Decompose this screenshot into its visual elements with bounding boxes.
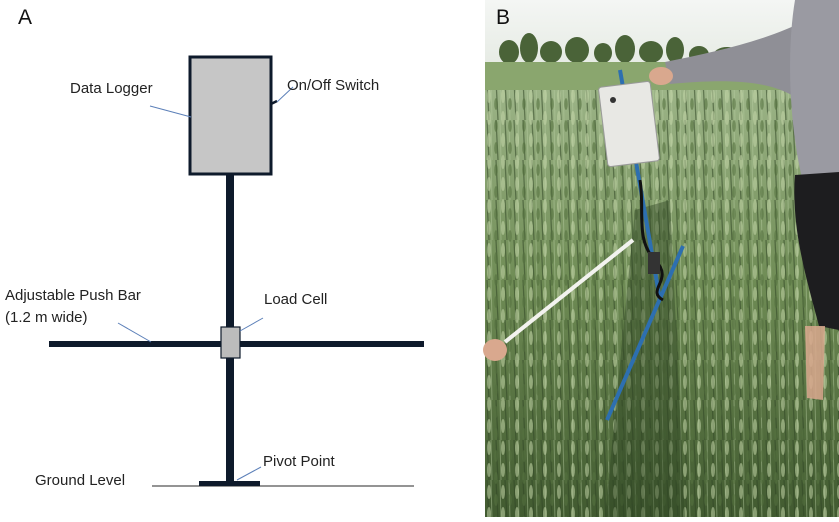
logger-knob — [610, 97, 616, 103]
photo-frame — [483, 0, 839, 517]
push-bar-leader — [117, 322, 152, 343]
panel-a-letter: A — [18, 6, 33, 29]
person-leg — [805, 326, 825, 400]
on-off-switch-nub — [270, 99, 278, 106]
furrow-shadow — [605, 200, 685, 517]
measuring-stick — [503, 238, 635, 344]
on-off-switch-leader — [276, 86, 294, 103]
person-pants — [794, 172, 839, 330]
label-data-logger: Data Logger — [70, 80, 153, 97]
wheat-heads — [485, 90, 839, 517]
hand-left — [483, 339, 507, 361]
pivot-point-leader — [236, 466, 262, 481]
label-ground-level: Ground Level — [35, 472, 125, 489]
person-shirt — [790, 0, 839, 190]
label-push-bar-line1: Adjustable Push Bar — [5, 287, 141, 304]
label-pivot-point: Pivot Point — [263, 453, 336, 470]
hand-right — [649, 67, 673, 85]
load-cell-leader — [239, 317, 264, 332]
pivot-base — [199, 481, 260, 486]
device-schematic: Data Logger On/Off Switch Adjustable Pus… — [5, 55, 424, 489]
device-push-bar — [605, 245, 685, 421]
panel-b-photo: B — [470, 0, 839, 517]
data-logger-box — [188, 55, 273, 176]
label-push-bar-line2: (1.2 m wide) — [5, 309, 88, 326]
load-cell — [220, 326, 241, 359]
photo-load-cell — [648, 252, 660, 274]
field-photo — [483, 0, 839, 517]
photo-data-logger — [598, 80, 660, 168]
panel-b-letter: B — [496, 6, 511, 29]
label-load-cell: Load Cell — [264, 291, 327, 308]
data-logger-leader — [149, 105, 192, 118]
panel-a-schematic: A Data Logger On/Off Switch Adjustable P… — [5, 6, 424, 489]
label-on-off-switch: On/Off Switch — [287, 77, 379, 94]
